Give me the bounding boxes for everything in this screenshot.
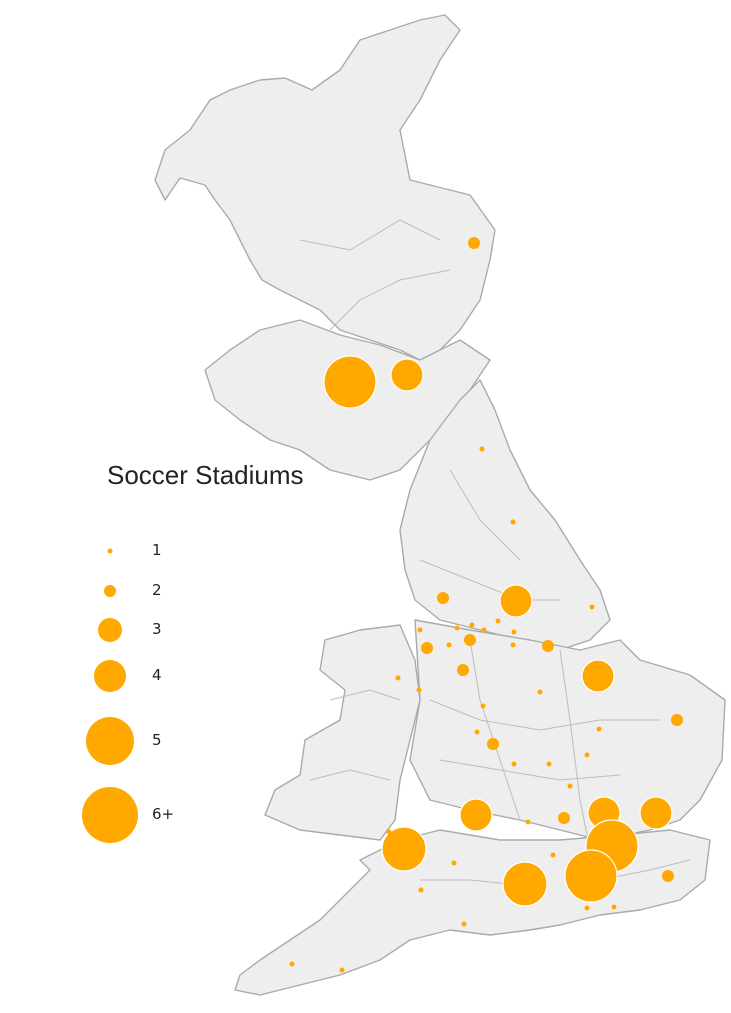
stadium-bubbles [289, 237, 683, 973]
land-regions [154, 14, 726, 996]
stadium-bubble [417, 627, 423, 633]
stadium-bubble [511, 629, 517, 635]
stadium-bubble [584, 752, 590, 758]
stadium-bubble [481, 627, 487, 633]
stadium-bubble [474, 729, 480, 735]
legend-label-2: 2 [152, 581, 162, 599]
legend-marker-3 [98, 618, 122, 642]
stadium-bubble [671, 714, 683, 726]
stadium-bubble [542, 640, 554, 652]
legend-label-3: 3 [152, 620, 162, 638]
stadium-bubble [511, 761, 517, 767]
stadium-bubble [537, 689, 543, 695]
region-england-midlands [409, 619, 726, 841]
stadium-bubble [510, 642, 516, 648]
stadium-bubble [581, 659, 615, 693]
stadium-bubble [418, 887, 424, 893]
stadium-bubble [381, 826, 427, 872]
stadium-bubble [446, 642, 452, 648]
stadium-bubble [323, 355, 377, 409]
stadium-bubble [495, 618, 501, 624]
stadium-bubble [289, 961, 295, 967]
county-borders [299, 219, 691, 886]
stadium-bubble [390, 358, 424, 392]
stadium-bubble [454, 625, 460, 631]
stadium-bubble [596, 726, 602, 732]
stadium-bubble [639, 796, 673, 830]
stadium-bubble [529, 865, 535, 871]
region-england-north [399, 379, 611, 651]
stadium-bubble [584, 905, 590, 911]
stadium-bubble [437, 592, 449, 604]
stadium-bubble [558, 812, 570, 824]
region-england-south [234, 829, 711, 996]
legend-marker-5 [86, 717, 134, 765]
stadium-bubble [457, 664, 469, 676]
stadium-bubble [479, 446, 485, 452]
map-title: Soccer Stadiums [107, 460, 304, 490]
stadium-bubble [487, 738, 499, 750]
stadium-bubble [416, 687, 422, 693]
stadium-bubble [611, 904, 617, 910]
stadium-bubble [502, 861, 548, 907]
stadium-bubble [567, 783, 573, 789]
legend-markers [82, 548, 138, 843]
stadium-bubble [421, 642, 433, 654]
stadium-bubble [525, 819, 531, 825]
legend-label-4: 4 [152, 666, 162, 684]
legend-label-1: 1 [152, 541, 162, 559]
stadium-bubble [480, 703, 486, 709]
region-wales [264, 624, 421, 841]
legend-marker-6 [82, 787, 138, 843]
stadium-bubble [339, 967, 345, 973]
legend-marker-1 [107, 548, 113, 554]
stadium-bubble [550, 852, 556, 858]
stadium-bubble [395, 675, 401, 681]
stadium-bubble [662, 870, 674, 882]
stadium-bubble [510, 519, 516, 525]
stadium-bubble [386, 829, 392, 835]
stadium-bubble [469, 622, 475, 628]
stadium-bubble [564, 849, 618, 903]
stadium-bubble [459, 798, 493, 832]
legend-label-5: 5 [152, 731, 162, 749]
stadium-bubble [451, 860, 457, 866]
stadium-bubble [461, 921, 467, 927]
stadium-bubble [468, 237, 480, 249]
legend-marker-4 [94, 660, 126, 692]
legend-marker-2 [104, 585, 116, 597]
stadium-bubble [589, 604, 595, 610]
stadium-bubble [464, 634, 476, 646]
stadium-bubble [546, 761, 552, 767]
region-scotland-highlands [154, 14, 496, 361]
legend-label-6: 6+ [152, 805, 175, 823]
stadium-bubble [499, 584, 533, 618]
